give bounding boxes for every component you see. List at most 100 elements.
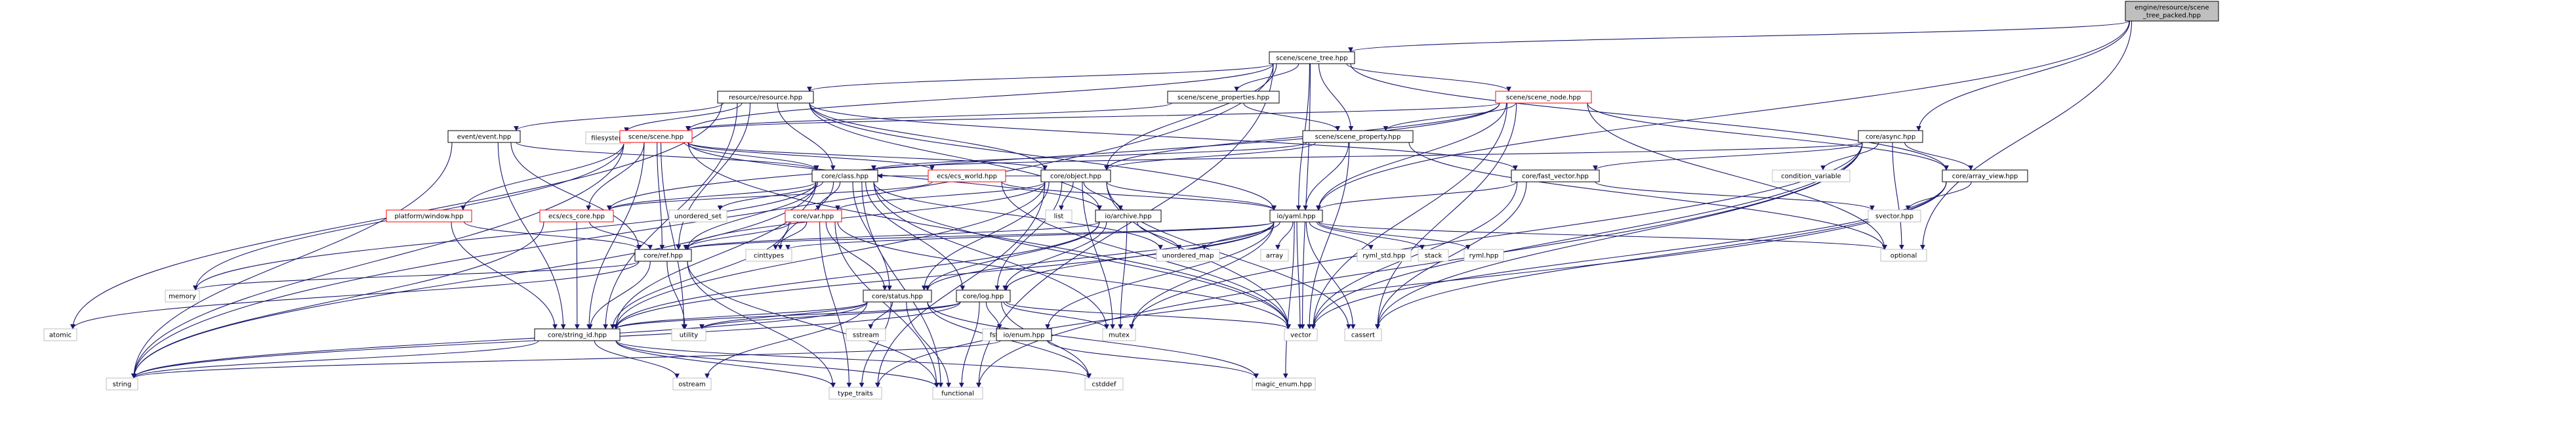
node-array-view[interactable]: core/array_view.hpp (1942, 169, 2028, 182)
node-io-archive[interactable]: io/archive.hpp (1095, 209, 1162, 223)
dependency-edge (687, 142, 935, 171)
node-root[interactable]: engine/resource/scene_tree_packed.hpp (2125, 1, 2219, 22)
node-scene[interactable]: scene/scene.hpp (619, 130, 693, 143)
dependency-edge (615, 340, 1092, 379)
node-box (785, 209, 842, 223)
dependency-edge (873, 181, 1291, 330)
node-label: utility (680, 332, 699, 339)
dependency-edge (624, 102, 743, 133)
node-box (1269, 209, 1323, 223)
node-scene-tree[interactable]: scene/scene_tree.hpp (1269, 51, 1355, 64)
dependency-edge (451, 221, 558, 330)
node-io-yaml[interactable]: io/yaml.hpp (1269, 209, 1323, 223)
node-object[interactable]: core/object.hpp (1040, 169, 1111, 182)
dependency-edge (976, 142, 1863, 388)
node-class[interactable]: core/class.hpp (811, 169, 878, 182)
node-event[interactable]: event/event.hpp (447, 130, 521, 143)
node-status[interactable]: core/status.hpp (863, 289, 932, 303)
node-fast-vector[interactable]: core/fast_vector.hpp (1511, 169, 1600, 182)
node-label: magic_enum.hpp (1256, 381, 1312, 389)
node-box (534, 328, 621, 341)
node-label: engine/resource/scene (2135, 5, 2209, 12)
node-memory: memory (165, 289, 200, 303)
node-box (956, 289, 1011, 303)
node-label: core/string_id.hpp (548, 332, 607, 339)
node-box (1858, 130, 1923, 143)
dependency-edge (510, 142, 642, 250)
dependency-edge (859, 301, 891, 388)
node-scene-properties[interactable]: scene/scene_properties.hpp (1167, 91, 1280, 104)
node-box (1102, 328, 1136, 341)
node-box (811, 169, 878, 182)
dependency-edge (613, 301, 961, 330)
dependency-edge (809, 102, 1277, 211)
dependency-edge (809, 102, 1102, 211)
dependency-edge (685, 63, 1274, 131)
node-ecs-world[interactable]: ecs/ecs_world.hpp (928, 169, 1006, 182)
node-label: vector (1290, 332, 1312, 339)
dependency-edge (1346, 63, 1511, 92)
node-label: scene/scene_properties.hpp (1177, 95, 1269, 102)
node-ecs-core[interactable]: ecs/ecs_core.hpp (539, 209, 614, 223)
node-var[interactable]: core/var.hpp (785, 209, 842, 223)
dependency-edge (927, 301, 1259, 379)
dependency-edge (1375, 181, 1527, 330)
node-box (1095, 209, 1162, 223)
node-ostream: ostream (672, 377, 712, 391)
dependency-edge (807, 63, 1274, 92)
dependency-edge (685, 221, 1275, 250)
node-core-ref[interactable]: core/ref.hpp (634, 249, 692, 262)
node-type-traits: type_traits (828, 387, 882, 400)
node-box (996, 328, 1052, 341)
node-box (1357, 249, 1412, 262)
node-io-enum[interactable]: io/enum.hpp (996, 328, 1052, 341)
node-condvar: condition_variable (1772, 169, 1850, 182)
node-label: list (1054, 213, 1064, 221)
node-label: scene/scene_property.hpp (1315, 134, 1401, 141)
dependency-edge (1350, 63, 1949, 171)
dependency-edge (825, 221, 888, 291)
node-scene-node[interactable]: scene/scene_node.hpp (1495, 91, 1592, 104)
dependency-edge (586, 142, 645, 330)
dependency-edge (865, 181, 966, 291)
dependency-edge (1104, 63, 1277, 171)
node-box (1344, 328, 1382, 341)
dependency-edge (1234, 63, 1299, 92)
dependency-edge (1820, 142, 1879, 171)
node-box (634, 249, 692, 262)
dependency-edge (1408, 142, 1887, 250)
dependency-edge (1311, 102, 1508, 330)
dependency-edge (1916, 20, 2131, 131)
node-label: ostream (678, 381, 705, 389)
node-label: atomic (49, 332, 72, 339)
node-box (106, 377, 138, 391)
dependency-edge (607, 181, 817, 211)
dependency-edge (871, 142, 1307, 171)
node-box (828, 387, 882, 400)
dependency-edge (607, 181, 933, 211)
node-label: core/status.hpp (872, 293, 923, 301)
node-optional: optional (1880, 249, 1927, 262)
dependency-edge (1348, 20, 2130, 53)
node-box (1269, 51, 1355, 64)
node-label: core/array_view.hpp (1952, 173, 2018, 181)
node-string-id[interactable]: core/string_id.hpp (534, 328, 621, 341)
node-scene-property[interactable]: scene/scene_property.hpp (1302, 130, 1414, 143)
node-label: ecs/ecs_core.hpp (548, 213, 605, 221)
node-label: io/yaml.hpp (1277, 213, 1315, 221)
node-window[interactable]: platform/window.hpp (386, 209, 472, 223)
dependency-edge (819, 221, 852, 388)
node-label: stack (1425, 253, 1442, 260)
node-async[interactable]: core/async.hpp (1858, 130, 1923, 143)
dependency-edge (516, 142, 819, 171)
dependency-edge (871, 142, 1863, 171)
node-label: event/event.hpp (457, 134, 512, 141)
dependency-edge (660, 142, 687, 330)
node-label: core/var.hpp (793, 213, 834, 221)
node-resource[interactable]: resource/resource.hpp (717, 91, 814, 104)
node-box (619, 130, 693, 143)
node-log[interactable]: core/log.hpp (956, 289, 1011, 303)
node-svector: svector.hpp (1868, 209, 1921, 223)
dependency-edge (1316, 221, 1425, 250)
node-label: ryml.hpp (1469, 253, 1499, 260)
